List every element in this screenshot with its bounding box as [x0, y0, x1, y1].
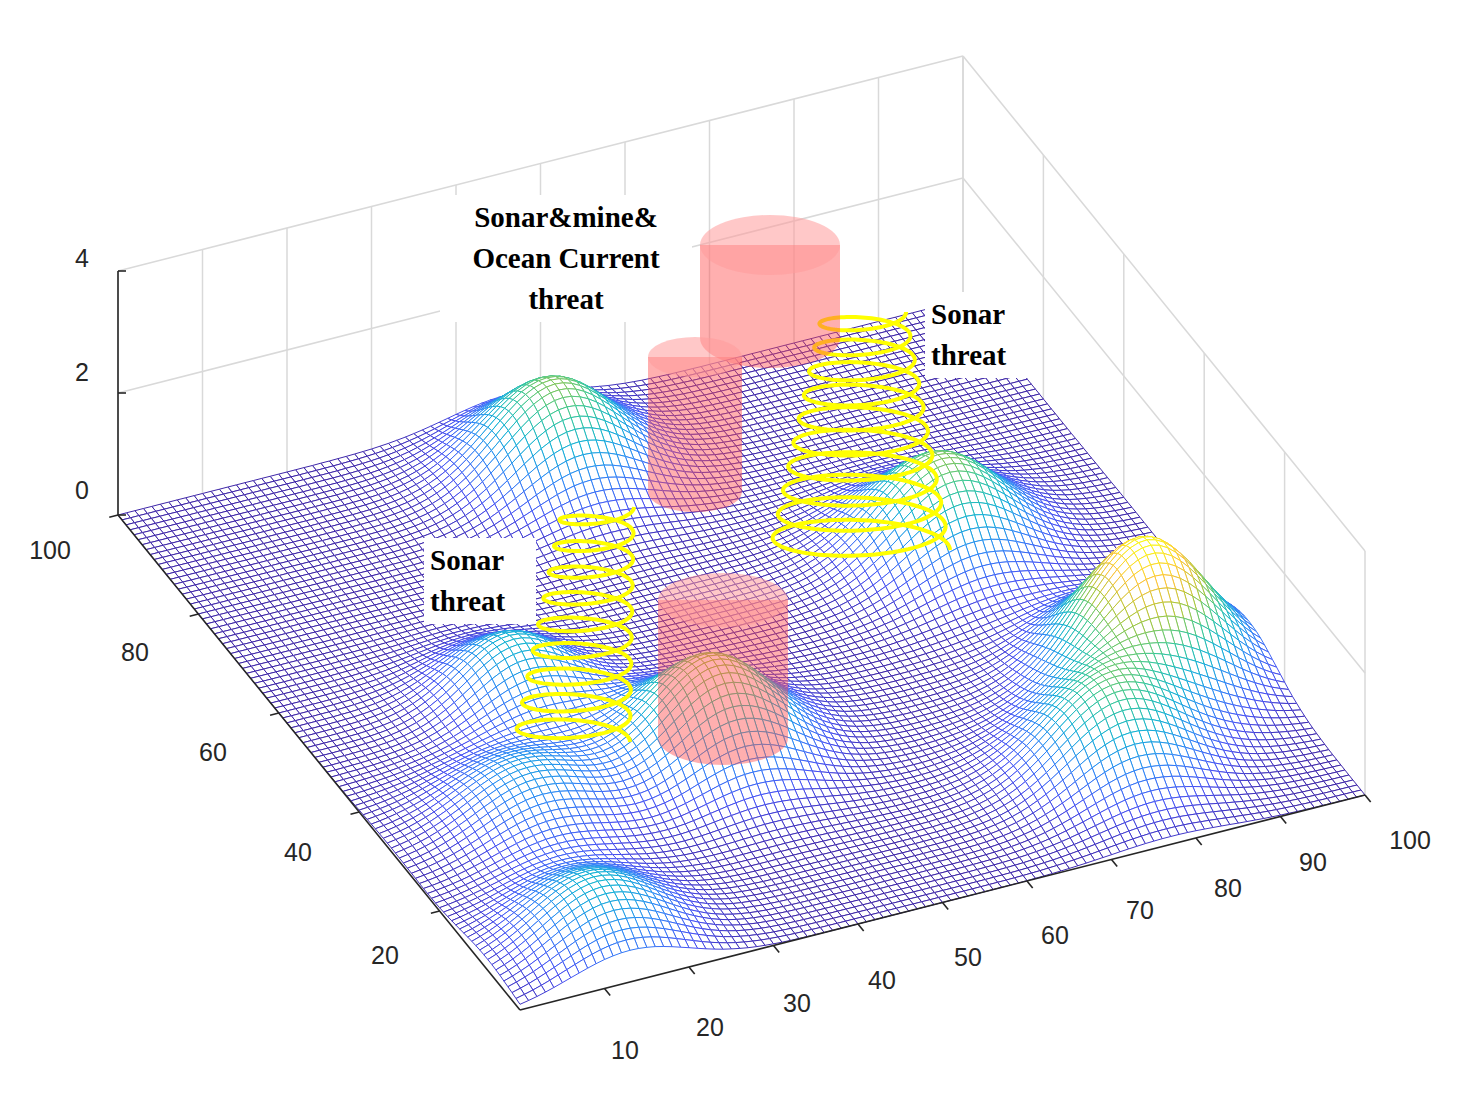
- plot-stage: Sonar&mine& Ocean Current threatSonar th…: [0, 0, 1473, 1102]
- surface-plot: [0, 0, 1473, 1102]
